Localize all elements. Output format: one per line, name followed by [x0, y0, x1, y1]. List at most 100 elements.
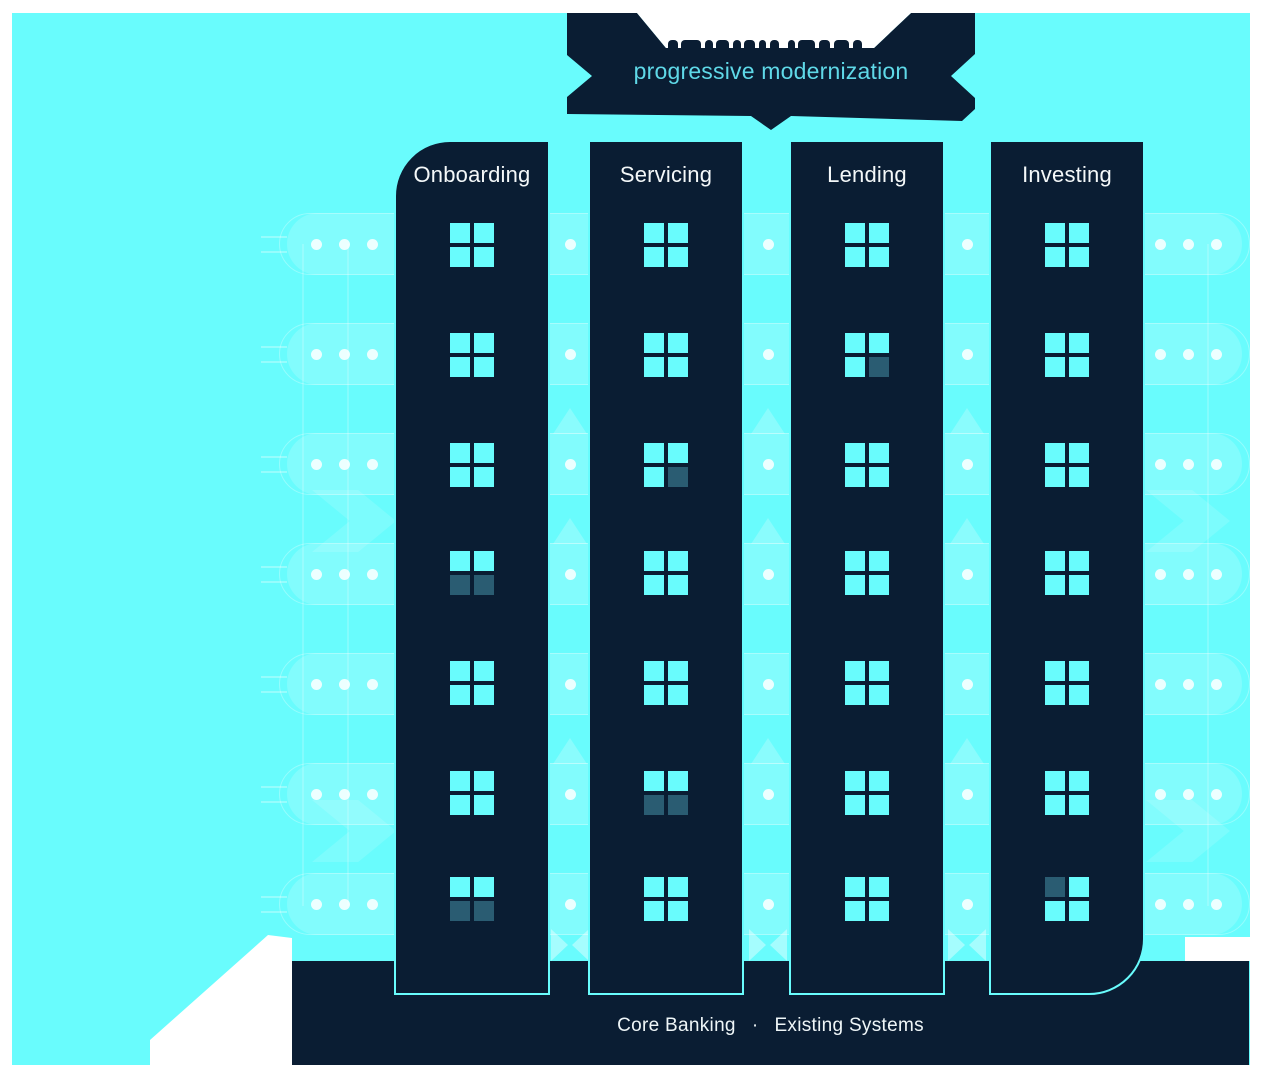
- window-pane: [450, 877, 470, 897]
- window: [450, 443, 494, 487]
- decor-dot: [366, 678, 378, 690]
- window-pane: [668, 223, 688, 243]
- window-pane: [668, 795, 688, 815]
- tower-label: Servicing: [619, 162, 713, 187]
- window-pane: [474, 661, 494, 681]
- window: [644, 877, 688, 921]
- window-pane: [644, 877, 664, 897]
- window-pane: [1045, 795, 1065, 815]
- decor-dot: [338, 238, 350, 250]
- window: [644, 333, 688, 377]
- decor-dot: [1154, 568, 1166, 580]
- window-pane: [845, 247, 865, 267]
- decor-dot: [961, 898, 973, 910]
- decor-dot: [310, 458, 322, 470]
- window-pane: [1069, 551, 1089, 571]
- decor-dot: [564, 788, 576, 800]
- window: [644, 771, 688, 815]
- decor-vertical-line: [1207, 244, 1209, 906]
- window: [845, 551, 889, 595]
- window-pane: [474, 795, 494, 815]
- window: [450, 223, 494, 267]
- decor-dot: [338, 898, 350, 910]
- window-pane: [845, 685, 865, 705]
- window: [450, 877, 494, 921]
- decor-tick: [261, 236, 287, 238]
- window-pane: [869, 443, 889, 463]
- window-pane: [450, 357, 470, 377]
- clipped-letter-tip: [716, 40, 729, 48]
- window-pane: [474, 333, 494, 353]
- tower-investing: Investing: [989, 140, 1145, 995]
- window-pane: [474, 685, 494, 705]
- decor-tick: [261, 676, 287, 678]
- window-pane: [869, 247, 889, 267]
- window-pane: [474, 551, 494, 571]
- window-pane: [869, 223, 889, 243]
- window-pane: [450, 247, 470, 267]
- decor-tick: [261, 346, 287, 348]
- window-pane: [474, 575, 494, 595]
- decor-dot: [1210, 788, 1222, 800]
- decor-tick: [261, 691, 287, 693]
- decor-dot: [1182, 678, 1194, 690]
- decor-dot: [564, 458, 576, 470]
- decor-dot: [1154, 788, 1166, 800]
- window-pane: [845, 795, 865, 815]
- window-pane: [869, 333, 889, 353]
- tower-label: Investing: [1022, 162, 1112, 187]
- window-pane: [644, 443, 664, 463]
- base-label-separator-dot: ·: [751, 1015, 759, 1036]
- decor-dot: [1182, 238, 1194, 250]
- window-pane: [668, 575, 688, 595]
- tower-onboarding: Onboarding: [394, 140, 550, 995]
- window-pane: [450, 333, 470, 353]
- window-pane: [644, 795, 664, 815]
- window-pane: [644, 771, 664, 791]
- window-pane: [474, 877, 494, 897]
- decor-tick: [261, 566, 287, 568]
- window-pane: [668, 661, 688, 681]
- window-pane: [1069, 661, 1089, 681]
- window-pane: [845, 443, 865, 463]
- window: [644, 443, 688, 487]
- decor-pill-outline: [279, 873, 1250, 935]
- base-label-existing-systems: Existing Systems: [774, 1015, 924, 1036]
- window-pane: [668, 443, 688, 463]
- window-pane: [644, 901, 664, 921]
- window-pane: [1069, 575, 1089, 595]
- decor-dot: [310, 348, 322, 360]
- clipped-letter-tip: [819, 40, 830, 48]
- window-pane: [1069, 443, 1089, 463]
- window-pane: [450, 575, 470, 595]
- window: [450, 771, 494, 815]
- window-pane: [668, 357, 688, 377]
- window: [450, 661, 494, 705]
- window-pane: [644, 467, 664, 487]
- decor-dot: [762, 348, 774, 360]
- clipped-letter-tip: [733, 40, 741, 48]
- window-pane: [1069, 223, 1089, 243]
- window-pane: [474, 357, 494, 377]
- decor-tick: [261, 801, 287, 803]
- window-pane: [668, 901, 688, 921]
- decor-dot: [1210, 348, 1222, 360]
- window-pane: [1045, 551, 1065, 571]
- window-pane: [474, 901, 494, 921]
- window: [644, 223, 688, 267]
- clipped-letter-tip: [788, 40, 795, 48]
- base-label-core-banking: Core Banking: [617, 1015, 736, 1036]
- decor-dot: [1154, 348, 1166, 360]
- window-pane: [845, 901, 865, 921]
- window-pane: [450, 771, 470, 791]
- window-pane: [845, 551, 865, 571]
- window-pane: [845, 877, 865, 897]
- window-pane: [450, 661, 470, 681]
- window-pane: [1045, 877, 1065, 897]
- decor-pill-outline: [279, 213, 1250, 275]
- window-pane: [1069, 771, 1089, 791]
- decor-dot: [961, 568, 973, 580]
- window-pane: [1045, 357, 1065, 377]
- window-pane: [450, 467, 470, 487]
